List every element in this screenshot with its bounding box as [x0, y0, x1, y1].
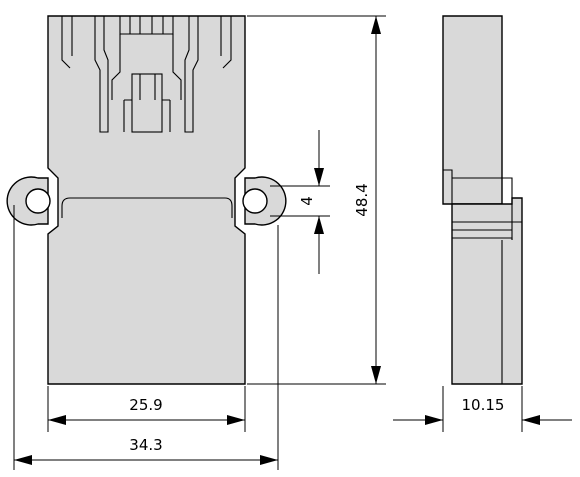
front-panel-outline	[61, 197, 233, 218]
left-mounting-hole	[25, 188, 51, 214]
inner-width-label: 25.9	[129, 396, 162, 414]
dimension-outer-width: 34.3	[13, 205, 279, 470]
top-latch-details	[61, 16, 232, 133]
dimension-inner-width: 25.9	[47, 386, 246, 432]
right-mounting-hole	[242, 188, 268, 214]
front-view	[6, 15, 287, 385]
front-body	[47, 15, 246, 385]
dimension-hole-gap: 4	[270, 130, 330, 274]
side-depth-label: 10.15	[462, 396, 505, 414]
left-mounting-ear	[6, 176, 51, 226]
right-mounting-ear	[242, 176, 287, 226]
outer-width-label: 34.3	[129, 436, 162, 454]
dimension-height: 48.4	[247, 15, 386, 385]
side-view	[442, 15, 523, 385]
height-label: 48.4	[353, 183, 371, 216]
hole-gap-label: 4	[298, 196, 316, 206]
dimension-side-depth: 10.15	[393, 386, 572, 432]
